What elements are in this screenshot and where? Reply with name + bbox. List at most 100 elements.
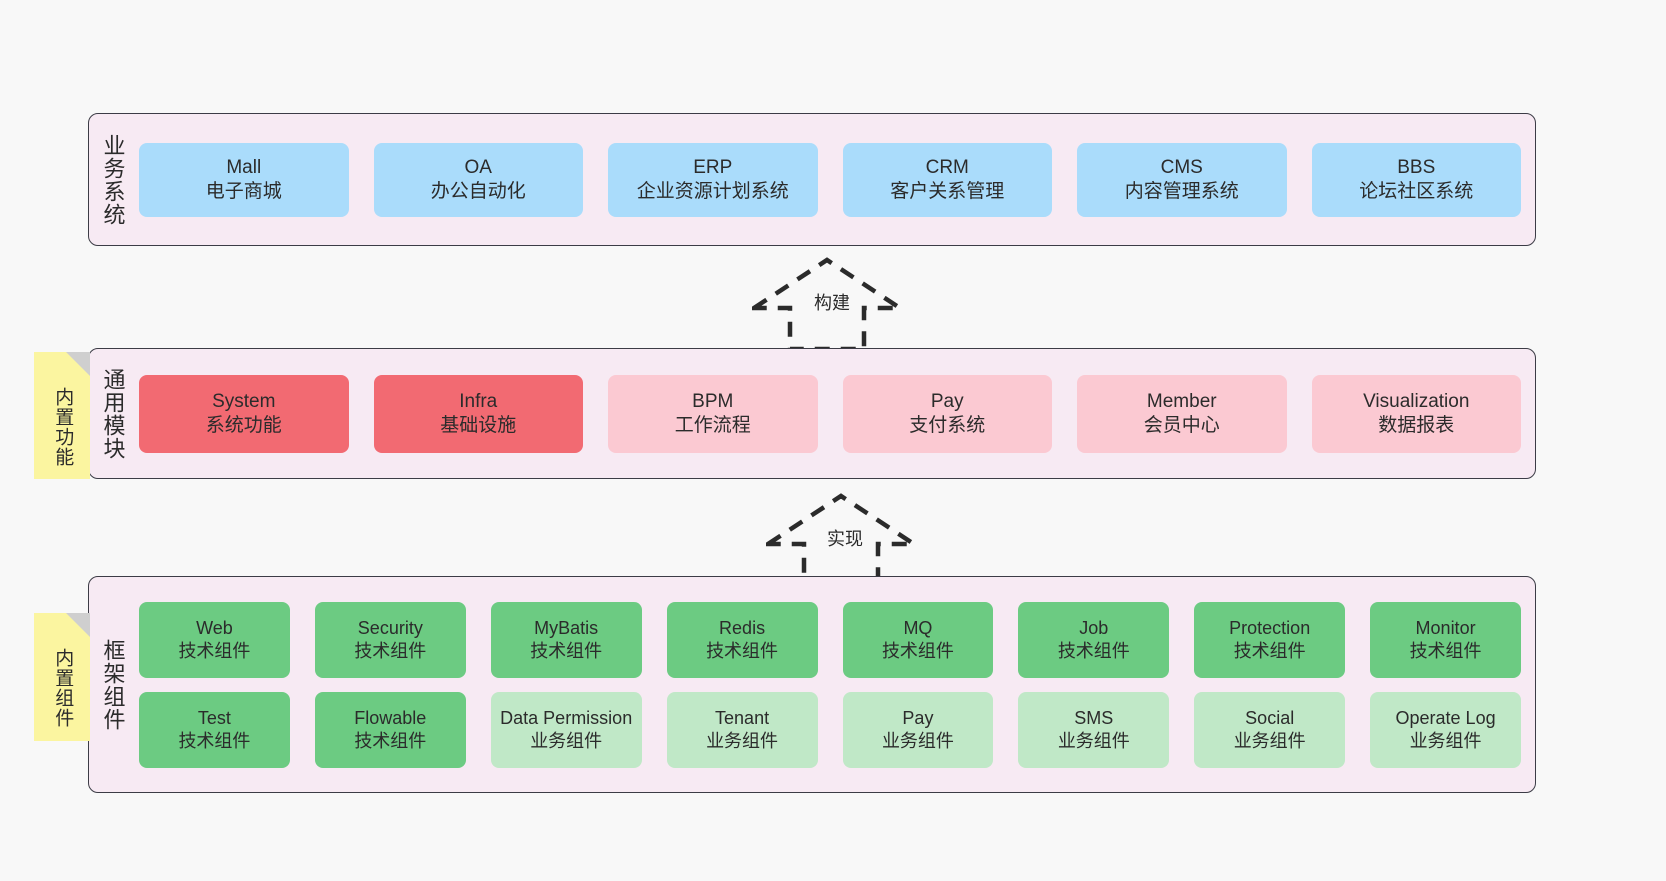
module-card-pay[interactable]: Pay 支付系统: [842, 374, 1052, 453]
component-card-pay[interactable]: Pay 业务组件: [842, 691, 994, 768]
modules-row: System 系统功能 Infra 基础设施 BPM 工作流程 Pay 支付系统…: [139, 374, 1521, 453]
card-desc: 业务组件: [530, 730, 603, 751]
module-card-system[interactable]: System 系统功能: [139, 374, 349, 453]
component-card-protection[interactable]: Protection 技术组件: [1194, 601, 1346, 678]
card-desc: 会员中心: [1143, 414, 1220, 436]
card-desc: 技术组件: [1057, 640, 1130, 661]
card-name: Tenant: [715, 707, 770, 728]
card-desc: 工作流程: [674, 414, 751, 436]
business-card-erp[interactable]: ERP 企业资源计划系统: [608, 142, 818, 217]
card-desc: 技术组件: [706, 640, 779, 661]
module-card-bpm[interactable]: BPM 工作流程: [608, 374, 818, 453]
card-desc: 技术组件: [881, 640, 954, 661]
card-desc: 业务组件: [1409, 730, 1482, 751]
card-desc: 客户关系管理: [890, 180, 1005, 202]
card-name: MyBatis: [534, 617, 599, 638]
card-name: BBS: [1397, 156, 1436, 178]
card-name: Operate Log: [1395, 707, 1496, 728]
module-card-member[interactable]: Member 会员中心: [1077, 374, 1287, 453]
card-name: Web: [196, 617, 233, 638]
card-name: MQ: [903, 617, 933, 638]
module-card-visualization[interactable]: Visualization 数据报表: [1311, 374, 1521, 453]
card-desc: 企业资源计划系统: [636, 180, 789, 202]
card-name: Test: [197, 707, 231, 728]
component-card-flowable[interactable]: Flowable 技术组件: [314, 691, 466, 768]
component-card-mq[interactable]: MQ 技术组件: [842, 601, 994, 678]
framework-row-business: Test 技术组件 Flowable 技术组件 Data Permission …: [139, 691, 1521, 768]
module-card-infra[interactable]: Infra 基础设施: [373, 374, 583, 453]
card-name: Redis: [719, 617, 766, 638]
card-name: CRM: [925, 156, 969, 178]
card-desc: 业务组件: [881, 730, 954, 751]
component-card-tenant[interactable]: Tenant 业务组件: [666, 691, 818, 768]
component-card-monitor[interactable]: Monitor 技术组件: [1370, 601, 1521, 678]
card-desc: 技术组件: [1409, 640, 1482, 661]
card-desc: 数据报表: [1378, 414, 1455, 436]
layer-framework-components: 框架组件 Web 技术组件 Security 技术组件 MyBatis 技术组件…: [88, 576, 1536, 793]
layer-business-title: 业务系统: [100, 133, 126, 226]
arrow-implement-label: 实现: [827, 529, 863, 549]
component-card-redis[interactable]: Redis 技术组件: [666, 601, 818, 678]
layer-business-body: Mall 电子商城 OA 办公自动化 ERP 企业资源计划系统 CRM 客户关系…: [135, 114, 1535, 245]
component-card-security[interactable]: Security 技术组件: [314, 601, 466, 678]
business-card-bbs[interactable]: BBS 论坛社区系统: [1311, 142, 1521, 217]
card-name: Pay: [902, 707, 934, 728]
note-fold-corner-icon: [66, 352, 90, 376]
card-desc: 业务组件: [1057, 730, 1130, 751]
layer-framework-title: 框架组件: [100, 638, 126, 731]
card-desc: 技术组件: [1233, 640, 1306, 661]
arrow-build-label: 构建: [814, 293, 850, 313]
card-desc: 支付系统: [909, 414, 986, 436]
component-card-data-permission[interactable]: Data Permission 业务组件: [490, 691, 642, 768]
layer-general-modules: 通用模块 System 系统功能 Infra 基础设施 BPM 工作流程 Pay…: [88, 348, 1536, 479]
card-desc: 技术组件: [178, 640, 251, 661]
business-card-cms[interactable]: CMS 内容管理系统: [1077, 142, 1287, 217]
card-name: BPM: [692, 390, 734, 412]
business-card-crm[interactable]: CRM 客户关系管理: [842, 142, 1052, 217]
business-row: Mall 电子商城 OA 办公自动化 ERP 企业资源计划系统 CRM 客户关系…: [139, 142, 1521, 217]
business-card-mall[interactable]: Mall 电子商城: [139, 142, 349, 217]
card-desc: 技术组件: [178, 730, 251, 751]
card-desc: 技术组件: [530, 640, 603, 661]
card-name: Security: [357, 617, 423, 638]
card-desc: 业务组件: [706, 730, 779, 751]
layer-modules-title: 通用模块: [100, 367, 126, 460]
component-card-mybatis[interactable]: MyBatis 技术组件: [490, 601, 642, 678]
card-desc: 论坛社区系统: [1359, 180, 1474, 202]
card-desc: 基础设施: [440, 414, 517, 436]
component-card-operate-log[interactable]: Operate Log 业务组件: [1370, 691, 1521, 768]
component-card-job[interactable]: Job 技术组件: [1018, 601, 1170, 678]
note-fold-corner-icon: [66, 613, 90, 637]
card-name: Member: [1146, 390, 1217, 412]
layer-framework-body: Web 技术组件 Security 技术组件 MyBatis 技术组件 Redi…: [135, 577, 1535, 792]
card-name: System: [212, 390, 276, 412]
framework-row-technical: Web 技术组件 Security 技术组件 MyBatis 技术组件 Redi…: [139, 601, 1521, 678]
component-card-social[interactable]: Social 业务组件: [1194, 691, 1346, 768]
card-name: Visualization: [1363, 390, 1470, 412]
component-card-test[interactable]: Test 技术组件: [139, 691, 290, 768]
card-desc: 系统功能: [205, 414, 282, 436]
card-name: Infra: [459, 390, 498, 412]
note-label: 内置功能: [52, 386, 74, 467]
component-card-sms[interactable]: SMS 业务组件: [1018, 691, 1170, 768]
card-desc: 业务组件: [1233, 730, 1306, 751]
card-name: Pay: [930, 390, 964, 412]
sticky-note-builtin-components: 内置组件: [34, 613, 90, 741]
card-name: Data Permission: [500, 707, 633, 728]
card-name: Protection: [1229, 617, 1311, 638]
card-name: Job: [1079, 617, 1109, 638]
layer-modules-body: System 系统功能 Infra 基础设施 BPM 工作流程 Pay 支付系统…: [135, 349, 1535, 478]
card-name: Social: [1245, 707, 1295, 728]
business-card-oa[interactable]: OA 办公自动化: [373, 142, 583, 217]
layer-business-systems: 业务系统 Mall 电子商城 OA 办公自动化 ERP 企业资源计划系统 CRM…: [88, 113, 1536, 246]
card-name: Monitor: [1415, 617, 1476, 638]
card-name: Mall: [226, 156, 262, 178]
card-desc: 办公自动化: [430, 180, 526, 202]
component-card-web[interactable]: Web 技术组件: [139, 601, 290, 678]
card-name: SMS: [1074, 707, 1114, 728]
card-desc: 技术组件: [354, 640, 427, 661]
card-desc: 内容管理系统: [1124, 180, 1239, 202]
card-desc: 电子商城: [205, 180, 282, 202]
card-name: CMS: [1160, 156, 1203, 178]
